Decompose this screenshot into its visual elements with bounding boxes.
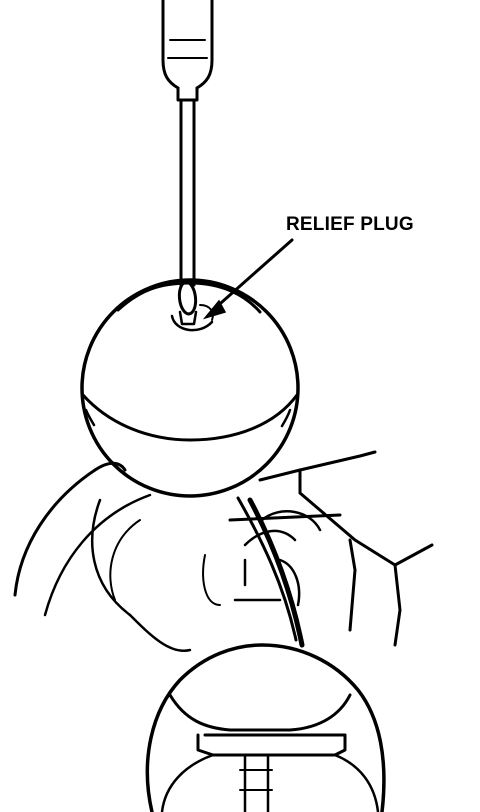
relief-plug (170, 304, 214, 332)
shift-knob (80, 278, 300, 498)
shift-boot (13, 461, 192, 653)
leader-arrow (202, 238, 294, 320)
console-housing (228, 450, 434, 647)
screwdriver-icon (161, 0, 214, 326)
relief-plug-label: RELIEF PLUG (286, 214, 414, 235)
detail-magnifier (145, 643, 386, 812)
shift-lever (202, 496, 322, 648)
